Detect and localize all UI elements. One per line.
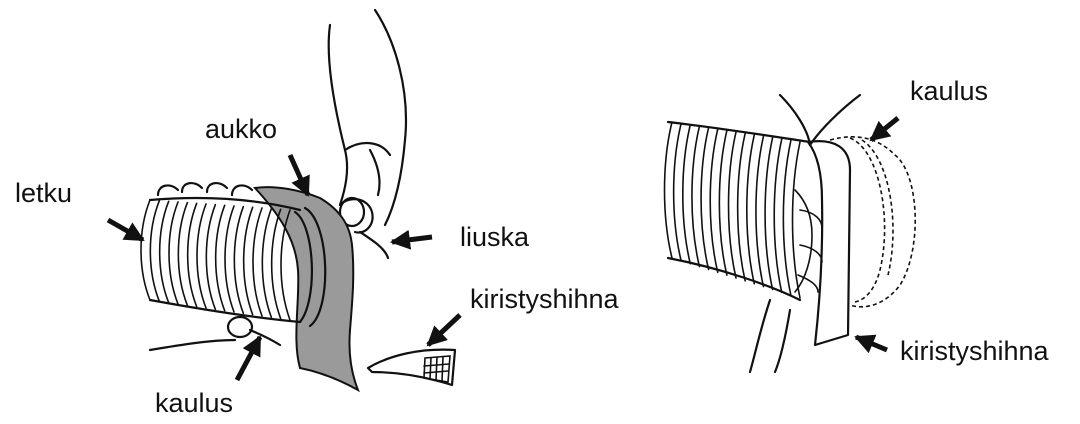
label-kaulus-right: kaulus: [910, 76, 988, 106]
right-figure: kaulus kiristyshihna: [665, 76, 1050, 372]
arrow-kaulus-left: [237, 337, 260, 380]
arrow-kaulus-right: [871, 118, 898, 140]
label-kiristyshihna-right: kiristyshihna: [900, 336, 1050, 366]
label-liuska: liuska: [460, 222, 530, 252]
left-figure: letku aukko liuska kiristyshihna kaulus: [15, 10, 620, 418]
arrow-kiristyshihna-right: [856, 337, 887, 350]
lower-hand-drawing: [150, 317, 280, 350]
label-letku: letku: [15, 178, 72, 208]
strap-drawing: [368, 350, 455, 385]
arrow-letku: [108, 220, 143, 240]
arrow-kiristyshihna-left: [428, 315, 460, 345]
flap-drawing: [255, 187, 358, 390]
label-aukko: aukko: [205, 114, 277, 144]
arrow-liuska: [392, 237, 432, 242]
label-kaulus-left: kaulus: [155, 388, 233, 418]
label-kiristyshihna-left: kiristyshihna: [470, 284, 620, 314]
